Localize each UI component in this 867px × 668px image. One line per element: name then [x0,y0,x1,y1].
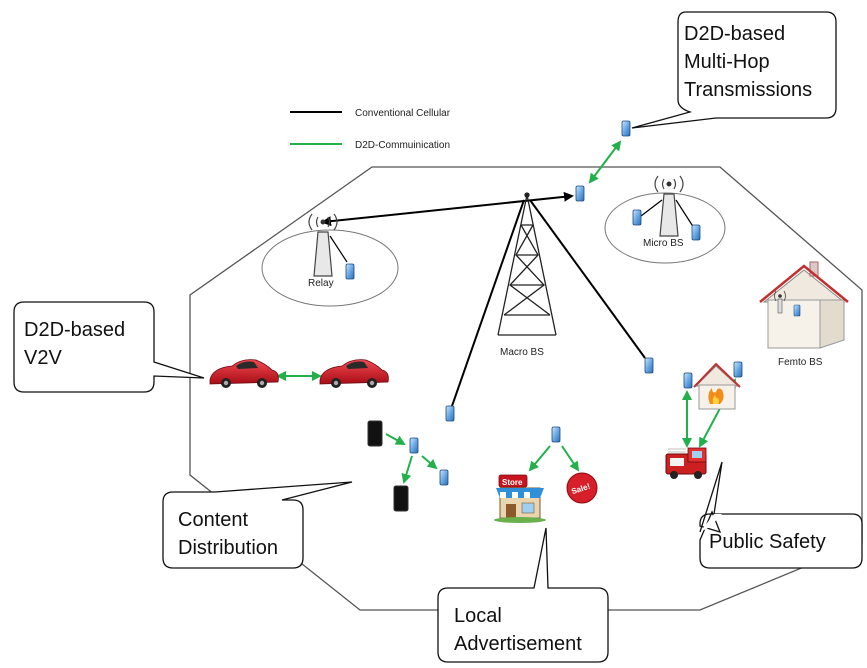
burning-house-icon [693,362,741,410]
fire-truck-icon [665,447,707,479]
callout-content: Content Distribution [162,481,353,569]
micro-bs-antenna-icon [640,175,695,237]
car-icon [319,359,389,388]
phone-icon [632,209,642,226]
callout-multihop-line-2: Multi-Hop [684,51,770,73]
tablet-icon [393,485,409,512]
relay-antenna-icon [308,213,348,277]
phone-icon [644,357,654,374]
phone-icon [691,224,701,241]
legend-d2d-label: D2D-Commuinication [355,140,450,151]
d2d-content-link [385,433,406,445]
callout-content-line-2: Distribution [178,537,278,559]
link-macro-ue-right [529,199,646,359]
phone-icon [733,361,743,378]
legend-conventional-label: Conventional Cellular [355,108,451,119]
callout-v2v-line-1: D2D-based [24,319,125,341]
cell-boundary [189,166,863,611]
d2d-links [276,140,736,484]
d2d-content-link [421,455,438,470]
callout-multihop: D2D-based Multi-Hop Transmissions [631,11,837,129]
phone-icon [439,469,449,486]
link-macro-relay [321,191,574,227]
legend: Conventional Cellular D2D-Commuinication [290,108,451,151]
macro-bs-label: Macro BS [500,347,544,358]
femto-bs-label: Femto BS [778,357,823,368]
callout-advert: Local Advertisement [437,527,609,663]
tablet-icon [367,420,383,447]
d2d-multihop-link [588,140,622,184]
phone-icon [445,405,455,422]
callout-safety-line-1: Public Safety [709,531,826,553]
femto-house-icon [759,261,849,349]
micro-cell [604,192,726,264]
relay-cell [261,229,399,307]
car-icon [209,359,279,388]
callout-content-line-1: Content [178,509,248,531]
phone-icon [621,120,631,137]
conventional-links [321,191,646,407]
phone-icon [551,426,561,443]
store-icon: Store [494,474,546,523]
phone-icon [345,263,355,280]
d2d-advert-link [528,445,551,472]
macro-bs-tower [497,192,557,336]
d2d-advert-link [561,445,580,472]
sale-badge-icon: Sale! [566,472,598,504]
callout-multihop-line-3: Transmissions [684,79,812,101]
link-macro-ue-left [451,199,525,407]
store-sign-text: Store [502,478,523,487]
callout-advert-line-1: Local [454,605,502,627]
d2d-content-link [401,455,413,484]
callout-multihop-line-1: D2D-based [684,23,785,45]
phone-icon [409,437,419,454]
micro-bs-label: Micro BS [643,238,684,249]
relay-label: Relay [308,278,334,289]
callout-safety: Public Safety [699,461,863,569]
callout-advert-line-2: Advertisement [454,633,582,655]
callout-v2v: D2D-based V2V [13,301,205,393]
phone-icon [575,185,585,202]
callout-v2v-line-2: V2V [24,347,62,369]
phone-icon [683,372,693,389]
